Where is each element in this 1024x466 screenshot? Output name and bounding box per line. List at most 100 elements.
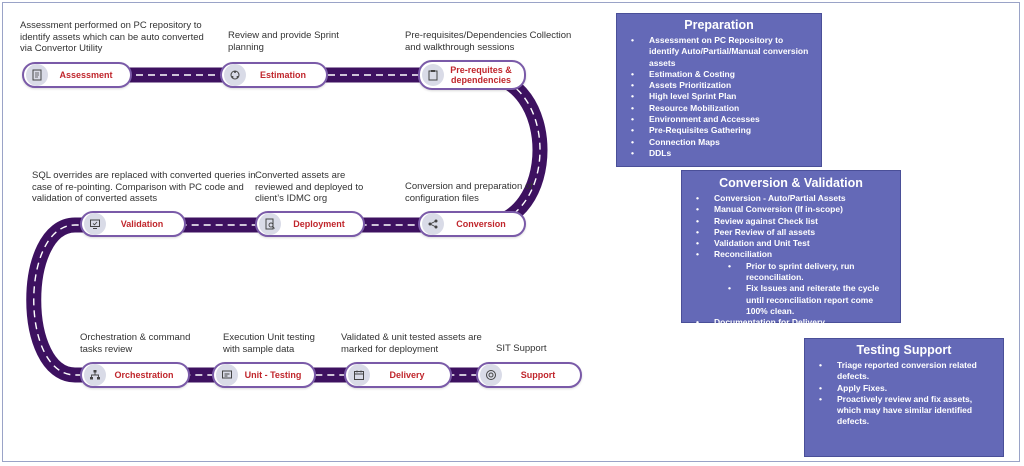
conversion-validation-list: • Conversion - Auto/Partial Assets•Manual… <box>690 193 892 340</box>
preparation-item-text: Assessment on PC Repository to identify … <box>649 35 809 68</box>
preparation-item: • DDLs <box>625 148 813 159</box>
org-chart-icon <box>84 364 106 386</box>
conversion-validation-item: • SIT Support & Fixes <box>690 329 892 340</box>
bullet-icon: • <box>631 136 634 147</box>
conversion-validation-item-text: SIT Support & Fixes <box>714 328 795 339</box>
preparation-item-text: Estimation & Costing <box>649 68 735 79</box>
bullet-icon: • <box>696 215 699 226</box>
step-validation[interactable]: Validation <box>80 211 186 237</box>
preparation-item-text: Resource Mobilization <box>649 102 740 113</box>
step-orchestration-label: Orchestration <box>114 370 174 380</box>
bullet-icon: • <box>696 249 699 260</box>
bullet-icon: • <box>631 35 634 45</box>
bullet-icon: • <box>631 80 634 91</box>
testing-support-item: • Proactively review and fix assets, whic… <box>813 394 995 428</box>
conversion-validation-item-text: Reconciliation <box>714 249 773 260</box>
step-deployment-label: Deployment <box>293 219 345 229</box>
conversion-validation-panel: Conversion & Validation • Conversion - Au… <box>681 170 901 339</box>
conversion-validation-item: • Validation and Unit Test <box>690 238 892 249</box>
conversion-validation-subitem: • Prior to sprint delivery, run reconcili… <box>690 261 892 284</box>
preparation-item: •Environment and Accesses <box>625 114 813 125</box>
conversion-validation-item: •Documentation for Delivery <box>690 317 892 328</box>
bullet-icon: • <box>631 91 634 102</box>
step-delivery-label: Delivery <box>389 370 425 380</box>
support-icon <box>480 364 502 386</box>
checklist-icon <box>26 64 48 86</box>
step-unit-testing[interactable]: Unit - Testing <box>212 362 316 388</box>
bullet-icon: • <box>819 360 822 370</box>
conversion-validation-item: • Reconciliation <box>690 249 892 260</box>
preparation-item-text: Assets Prioritization <box>649 80 732 91</box>
preparation-item-text: Pre-Requisites Gathering <box>649 125 752 136</box>
preparation-item: • Resource Mobilization <box>625 103 813 114</box>
step-prerequisites[interactable]: Pre-requites &dependencies <box>418 60 526 90</box>
conversion-validation-item-text: Peer Review of all assets <box>714 226 816 237</box>
step-estimation[interactable]: Estimation <box>220 62 328 88</box>
bullet-icon: • <box>819 393 822 404</box>
step-assessment-label: Assessment <box>59 70 113 80</box>
step-conversion[interactable]: Conversion <box>418 211 526 237</box>
preparation-item-text: DDLs <box>649 147 672 158</box>
bullet-icon: • <box>728 283 731 294</box>
bullet-icon: • <box>631 68 634 79</box>
document-search-icon <box>259 213 281 235</box>
preparation-item: • Pre-Requisites Gathering <box>625 125 813 136</box>
bullet-icon: • <box>696 204 699 215</box>
testing-support-panel: Testing Support • Triage reported convers… <box>804 338 1004 457</box>
preparation-panel: Preparation • Assessment on PC Repository… <box>616 13 822 167</box>
testing-support-title: Testing Support <box>856 343 952 357</box>
step-assessment[interactable]: Assessment <box>22 62 132 88</box>
preparation-item-text: Environment and Accesses <box>649 114 760 125</box>
bullet-icon: • <box>696 193 699 203</box>
bullet-icon: • <box>631 147 634 158</box>
preparation-item: • Assessment on PC Repository to identify… <box>625 35 813 69</box>
testing-support-item-text: Apply Fixes. <box>837 382 888 393</box>
conversion-validation-subitem-text: Prior to sprint delivery, run reconcilia… <box>746 260 855 283</box>
test-screen-icon <box>216 364 238 386</box>
bullet-icon: • <box>728 260 731 271</box>
step-estimation-label: Estimation <box>259 70 306 80</box>
conversion-validation-item: • Peer Review of all assets <box>690 227 892 238</box>
preparation-item: • High level Sprint Plan <box>625 91 813 102</box>
conversion-validation-subitem-text: Fix Issues and reiterate the cycle until… <box>746 283 880 316</box>
conversion-validation-item: •Manual Conversion (If in-scope) <box>690 204 892 215</box>
bullet-icon: • <box>696 238 699 249</box>
testing-support-item-text: Proactively review and fix assets, which… <box>837 393 973 427</box>
step-support-label: Support <box>520 370 556 380</box>
step-validation-label: Validation <box>120 219 164 229</box>
bullet-icon: • <box>696 328 699 339</box>
bullet-icon: • <box>631 125 634 136</box>
preparation-item: • Assets Prioritization <box>625 80 813 91</box>
step-support-desc: SIT Support <box>496 343 547 354</box>
testing-support-item: • Apply Fixes. <box>813 383 995 394</box>
share-nodes-icon <box>422 213 444 235</box>
step-deployment[interactable]: Deployment <box>255 211 365 237</box>
preparation-item-text: High level Sprint Plan <box>649 91 737 102</box>
testing-support-list: • Triage reported conversion related defe… <box>813 360 995 428</box>
bullet-icon: • <box>819 382 822 393</box>
conversion-validation-item-text: Validation and Unit Test <box>714 238 810 249</box>
estimate-icon <box>224 64 246 86</box>
testing-support-item-text: Triage reported conversion related defec… <box>837 360 977 382</box>
conversion-validation-title: Conversion & Validation <box>719 176 863 190</box>
conversion-validation-item-text: Documentation for Delivery <box>714 317 825 328</box>
step-delivery[interactable]: Delivery <box>344 362 452 388</box>
preparation-title: Preparation <box>684 18 754 32</box>
clipboard-icon <box>422 64 444 86</box>
bullet-icon: • <box>696 226 699 237</box>
testing-support-item: • Triage reported conversion related defe… <box>813 360 995 383</box>
bullet-icon: • <box>631 102 634 113</box>
step-orchestration[interactable]: Orchestration <box>80 362 190 388</box>
step-conversion-label: Conversion <box>456 219 506 229</box>
conversion-validation-item: •Review against Check list <box>690 216 892 227</box>
step-validation-desc: SQL overrides are replaced with converte… <box>32 170 256 204</box>
step-support[interactable]: Support <box>476 362 582 388</box>
conversion-validation-item-text: Conversion - Auto/Partial Assets <box>714 193 846 203</box>
